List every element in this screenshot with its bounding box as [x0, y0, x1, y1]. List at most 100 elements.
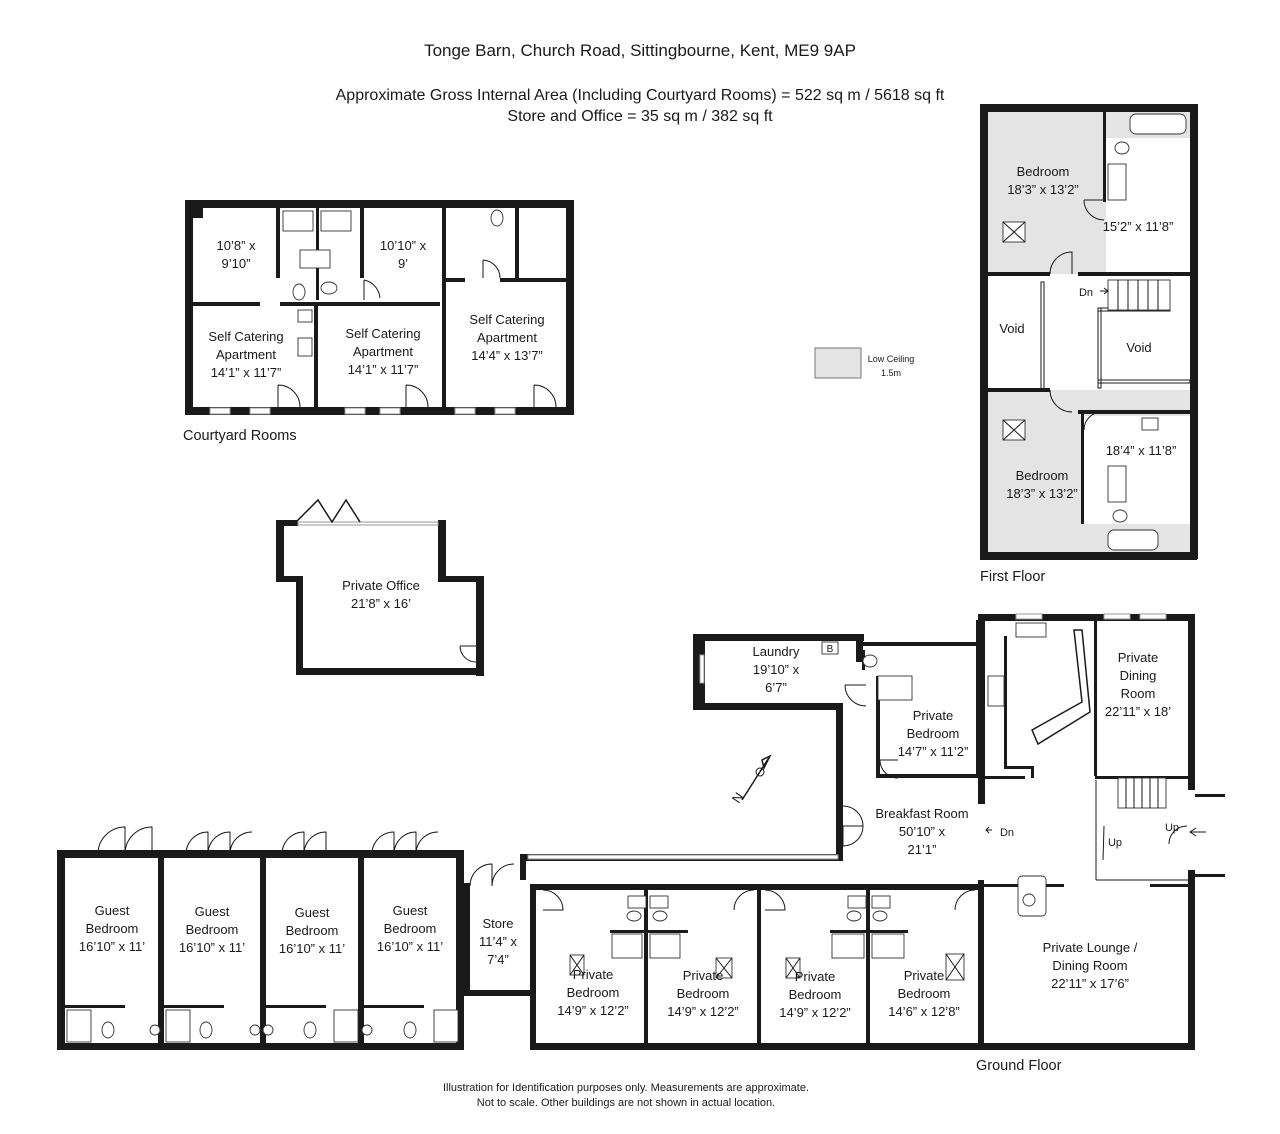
laundry: Laundry 19’10” x 6’7” B — [753, 644, 834, 695]
svg-text:9’10”: 9’10” — [222, 256, 251, 271]
guest-bedroom-4: Guest Bedroom 16’10” x 11’ — [377, 903, 443, 954]
self-catering-apartment-3: Self Catering Apartment 14’4” x 13’7” — [469, 312, 544, 363]
svg-text:7’4”: 7’4” — [487, 952, 509, 967]
svg-text:Apartment: Apartment — [216, 347, 276, 362]
svg-text:Bedroom: Bedroom — [677, 986, 730, 1001]
svg-text:50’10” x: 50’10” x — [899, 824, 946, 839]
svg-text:11’4” x: 11’4” x — [479, 934, 518, 949]
private-office: Private Office 21’8” x 16’ — [342, 578, 420, 611]
svg-text:21’1”: 21’1” — [908, 842, 937, 857]
first-floor-bedroom-bottom: Bedroom 18’3” x 13’2” — [1006, 468, 1078, 501]
private-bedroom-4: Private Bedroom 14’6” x 12’8” — [888, 968, 960, 1019]
store: Store 11’4” x 7’4” — [479, 916, 518, 967]
ground-stairs-down: Dn — [1000, 827, 1014, 839]
svg-text:22’11” x 17’6”: 22’11” x 17’6” — [1051, 976, 1129, 991]
svg-text:Self Catering: Self Catering — [208, 329, 283, 344]
svg-text:22’11” x 18’: 22’11” x 18’ — [1105, 704, 1171, 719]
svg-text:Private: Private — [795, 969, 835, 984]
first-floor-bathroom-top: 15’2” x 11’8” — [1103, 219, 1174, 234]
svg-text:Dining Room: Dining Room — [1052, 958, 1127, 973]
first-floor-plan — [980, 104, 1198, 560]
first-floor-bathroom-bottom: 18’4” x 11’8” — [1106, 443, 1177, 458]
first-floor-bedroom-top: Bedroom 18’3” x 13’2” — [1007, 164, 1079, 197]
void-left: Void — [999, 321, 1024, 336]
svg-text:10’8” x: 10’8” x — [216, 238, 256, 253]
stairs-down-label: Dn — [1079, 287, 1093, 299]
svg-text:18’3” x 13’2”: 18’3” x 13’2” — [1006, 486, 1078, 501]
svg-text:14’6” x 12’8”: 14’6” x 12’8” — [888, 1004, 960, 1019]
svg-text:Apartment: Apartment — [477, 330, 537, 345]
ground-floor-plan — [57, 613, 1225, 1050]
svg-text:Guest: Guest — [295, 905, 330, 920]
private-office-plan — [276, 498, 484, 676]
svg-text:Breakfast Room: Breakfast Room — [875, 806, 968, 821]
svg-text:Self Catering: Self Catering — [345, 326, 420, 341]
svg-text:Private: Private — [573, 967, 613, 982]
private-bedroom-1: Private Bedroom 14’9” x 12’2” — [557, 967, 629, 1018]
svg-text:Apartment: Apartment — [353, 344, 413, 359]
svg-text:Guest: Guest — [195, 904, 230, 919]
svg-text:Bedroom: Bedroom — [898, 986, 951, 1001]
svg-text:Dining: Dining — [1120, 668, 1157, 683]
svg-text:16’10” x 11’: 16’10” x 11’ — [279, 941, 345, 956]
gross-area: Approximate Gross Internal Area (Includi… — [336, 87, 945, 104]
svg-text:Bedroom: Bedroom — [567, 985, 620, 1000]
svg-text:Private: Private — [1118, 650, 1158, 665]
svg-text:Private: Private — [683, 968, 723, 983]
private-bedroom-ground: Private Bedroom 14’7” x 11’2” — [898, 708, 969, 759]
svg-text:Store: Store — [482, 916, 513, 931]
first-floor-title: First Floor — [980, 569, 1045, 585]
self-catering-apartment-2: Self Catering Apartment 14’1” x 11’7” — [345, 326, 420, 377]
svg-text:Self Catering: Self Catering — [469, 312, 544, 327]
svg-text:16’10” x 11’: 16’10” x 11’ — [179, 940, 245, 955]
low-ceiling-legend: Low Ceiling 1.5m — [868, 354, 915, 378]
svg-text:9’: 9’ — [398, 256, 408, 271]
svg-text:21’8” x 16’: 21’8” x 16’ — [351, 596, 411, 611]
svg-text:Bedroom: Bedroom — [1016, 468, 1069, 483]
svg-text:Bedroom: Bedroom — [789, 987, 842, 1002]
svg-text:Guest: Guest — [95, 903, 130, 918]
svg-text:6’7”: 6’7” — [765, 680, 787, 695]
north-indicator: N — [729, 790, 747, 806]
svg-text:Bedroom: Bedroom — [907, 726, 960, 741]
svg-text:Private Lounge /: Private Lounge / — [1043, 940, 1138, 955]
ground-floor-title: Ground Floor — [976, 1058, 1062, 1074]
private-bedroom-3: Private Bedroom 14’9” x 12’2” — [779, 969, 851, 1020]
disclaimer-line-2: Not to scale. Other buildings are not sh… — [477, 1097, 775, 1109]
self-catering-apartment-1: Self Catering Apartment 14’1” x 11’7” — [208, 329, 283, 380]
private-dining-room: Private Dining Room 22’11” x 18’ — [1105, 650, 1171, 719]
svg-text:Bedroom: Bedroom — [186, 922, 239, 937]
courtyard-rooms-title: Courtyard Rooms — [183, 428, 297, 444]
svg-text:Bedroom: Bedroom — [1017, 164, 1070, 179]
svg-text:19’10” x: 19’10” x — [753, 662, 800, 677]
store-office-area: Store and Office = 35 sq m / 382 sq ft — [507, 108, 773, 125]
svg-text:Low Ceiling: Low Ceiling — [868, 354, 915, 364]
svg-text:Laundry: Laundry — [753, 644, 800, 659]
svg-text:14’9” x 12’2”: 14’9” x 12’2” — [667, 1004, 739, 1019]
svg-text:18’3” x 13’2”: 18’3” x 13’2” — [1007, 182, 1079, 197]
courtyard-room-small-right: 10’10” x 9’ — [380, 238, 427, 271]
courtyard-rooms-plan — [185, 200, 574, 415]
boiler-label: B — [827, 644, 834, 655]
svg-text:14’1” x 11’7”: 14’1” x 11’7” — [348, 362, 419, 377]
property-address: Tonge Barn, Church Road, Sittingbourne, … — [424, 41, 856, 60]
private-bedroom-2: Private Bedroom 14’9” x 12’2” — [667, 968, 739, 1019]
private-lounge-dining: Private Lounge / Dining Room 22’11” x 17… — [1043, 940, 1138, 991]
guest-bedroom-1: Guest Bedroom 16’10” x 11’ — [79, 903, 145, 954]
svg-text:Bedroom: Bedroom — [86, 921, 139, 936]
ground-stairs-up: Up — [1108, 837, 1122, 849]
svg-text:14’9” x 12’2”: 14’9” x 12’2” — [779, 1005, 851, 1020]
svg-text:Guest: Guest — [393, 903, 428, 918]
svg-text:Private: Private — [913, 708, 953, 723]
svg-text:Bedroom: Bedroom — [384, 921, 437, 936]
svg-text:14’4” x 13’7”: 14’4” x 13’7” — [471, 348, 543, 363]
svg-text:14’9” x 12’2”: 14’9” x 12’2” — [557, 1003, 629, 1018]
svg-text:Room: Room — [1121, 686, 1156, 701]
svg-text:14’7” x 11’2”: 14’7” x 11’2” — [898, 744, 969, 759]
side-stairs-up: Up — [1165, 822, 1179, 834]
svg-text:14’1” x 11’7”: 14’1” x 11’7” — [211, 365, 282, 380]
guest-bedroom-3: Guest Bedroom 16’10” x 11’ — [279, 905, 345, 956]
svg-text:Private Office: Private Office — [342, 578, 420, 593]
svg-text:10’10” x: 10’10” x — [380, 238, 427, 253]
